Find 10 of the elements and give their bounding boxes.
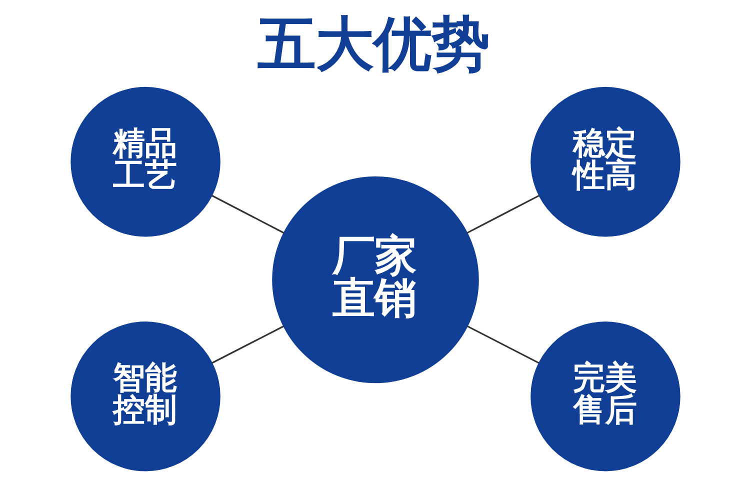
- connector: [211, 326, 284, 364]
- node-circle: 厂家直销: [272, 176, 478, 384]
- diagram-title: 五大优势: [257, 10, 490, 78]
- connector: [466, 194, 540, 234]
- connector: [211, 194, 284, 234]
- node-circle: 精品工艺: [70, 86, 220, 237]
- node-circle: 完美售后: [530, 322, 680, 472]
- connector: [466, 326, 539, 364]
- node-circle: 稳定性高: [530, 86, 680, 237]
- node-circle: 智能控制: [70, 322, 220, 472]
